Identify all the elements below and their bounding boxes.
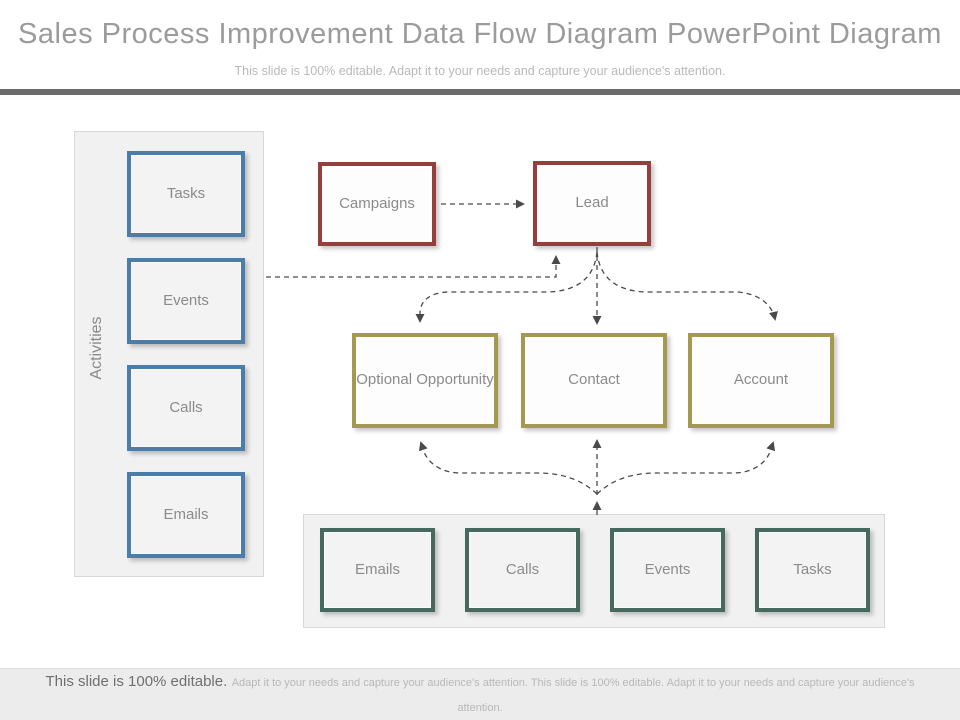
account-box: Account [688,333,834,428]
account-box-label: Account [733,371,789,389]
contact-box: Contact [521,333,667,428]
bottom-box-label: Tasks [793,560,832,578]
campaigns-box: Campaigns [318,162,436,246]
contact-box-label: Contact [568,371,620,389]
bottom-box-label: Events [644,560,691,578]
lead-box: Lead [533,161,651,246]
arrow-lead-to-account [596,251,778,321]
header-divider [0,89,960,95]
footer-text: This slide is 100% editable. Adapt it to… [0,670,960,720]
campaigns-box-label: Campaigns [339,194,415,212]
lead-box-label: Lead [575,194,609,212]
arrow-lead-to-opportunity [415,251,598,323]
activity-box-events: Events [127,258,245,344]
footer-rest-text: Adapt it to your needs and capture your … [231,676,915,714]
activity-box-calls: Calls [127,365,245,451]
arrow-activities-to-lead [266,255,561,278]
bottom-box-calls: Calls [465,528,580,612]
activity-box-label: Tasks [166,184,206,202]
activity-box-emails: Emails [127,472,245,558]
activity-box-label: Events [163,291,209,309]
bottom-box-emails: Emails [320,528,435,612]
bottom-box-label: Calls [505,560,540,578]
activity-box-label: Emails [163,505,209,523]
arrow-bottom-to-account [596,441,776,495]
footer-lead-text: This slide is 100% editable. [45,672,228,690]
optional-opportunity-label: Optional Opportunity [356,371,494,389]
slide-subtitle: This slide is 100% editable. Adapt it to… [234,64,726,78]
optional-opportunity-box: Optional Opportunity [352,333,498,428]
activity-box-tasks: Tasks [127,151,245,237]
bottom-box-tasks: Tasks [755,528,870,612]
bottom-box-events: Events [610,528,725,612]
arrow-bottom-to-opportunity [418,441,598,495]
activity-box-label: Calls [169,398,203,416]
activities-panel-label: Activities [88,316,105,380]
footer-bar: This slide is 100% editable. Adapt it to… [0,668,960,720]
slide-title: Sales Process Improvement Data Flow Diag… [18,18,942,50]
bottom-box-label: Emails [354,560,400,578]
